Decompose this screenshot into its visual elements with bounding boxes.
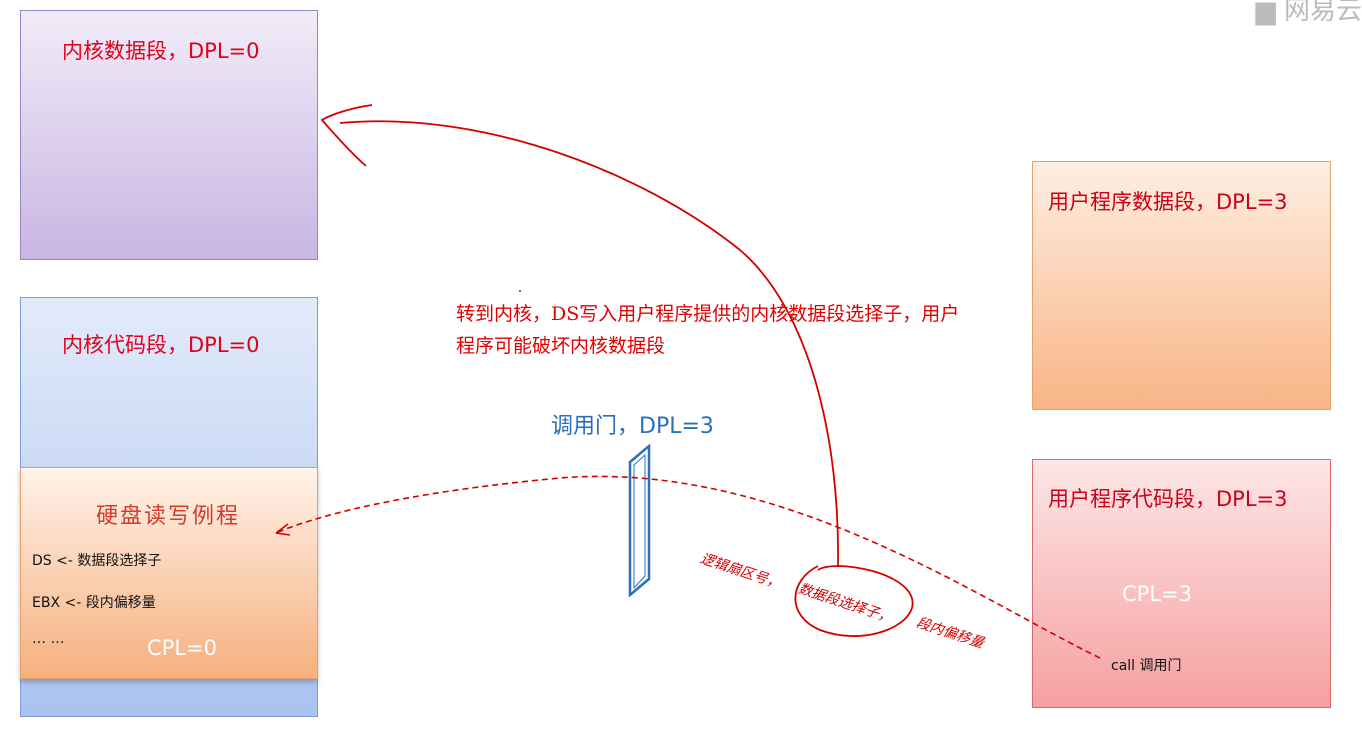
user-data-title: 用户程序数据段，DPL=3 <box>1048 190 1288 214</box>
kernel-cpl-label: CPL=0 <box>147 636 217 660</box>
kernel-data-segment: 内核数据段，DPL=0 <box>20 10 318 260</box>
kernel-transfer-note: 转到内核，DS写入用户程序提供的内核数据段选择子，用户程序可能破坏内核数据段 <box>456 303 960 357</box>
disk-routine-title: 硬盘读写例程 <box>96 504 241 529</box>
watermark-text: 网易云 <box>1283 0 1362 26</box>
call-gate-inner <box>633 453 646 590</box>
call-gate-instruction: call 调用门 <box>1111 658 1182 674</box>
hijack-arrow-path <box>339 120 839 567</box>
call-gate-shape <box>628 443 651 598</box>
selector-circle <box>794 565 914 637</box>
call-gate-label: 调用门，DPL=3 <box>551 414 714 439</box>
user-code-title: 用户程序代码段，DPL=3 <box>1048 487 1288 511</box>
stray-dot <box>519 290 521 292</box>
code-line-ebx: EBX <- 段内偏移量 <box>32 595 156 611</box>
watermark-logo: ▆ 网易云 <box>1256 0 1362 27</box>
hijack-arrow-head <box>320 104 373 167</box>
user-cpl-label: CPL=3 <box>1122 582 1192 606</box>
kernel-data-title: 内核数据段，DPL=0 <box>62 39 260 63</box>
user-code-segment: 用户程序代码段，DPL=3 CPL=3 call 调用门 <box>1032 459 1331 708</box>
code-line-ellipsis: … … <box>32 631 65 647</box>
chat-bubble-icon: ▆ <box>1255 0 1276 26</box>
user-data-segment: 用户程序数据段，DPL=3 <box>1032 161 1331 410</box>
code-line-ds: DS <- 数据段选择子 <box>32 553 162 569</box>
disk-routine-box: 硬盘读写例程 DS <- 数据段选择子 EBX <- 段内偏移量 … … CPL… <box>20 467 318 679</box>
kernel-code-title: 内核代码段，DPL=0 <box>62 333 260 357</box>
call-path-dashed <box>275 475 1101 659</box>
call-path-arrowhead <box>275 523 291 536</box>
